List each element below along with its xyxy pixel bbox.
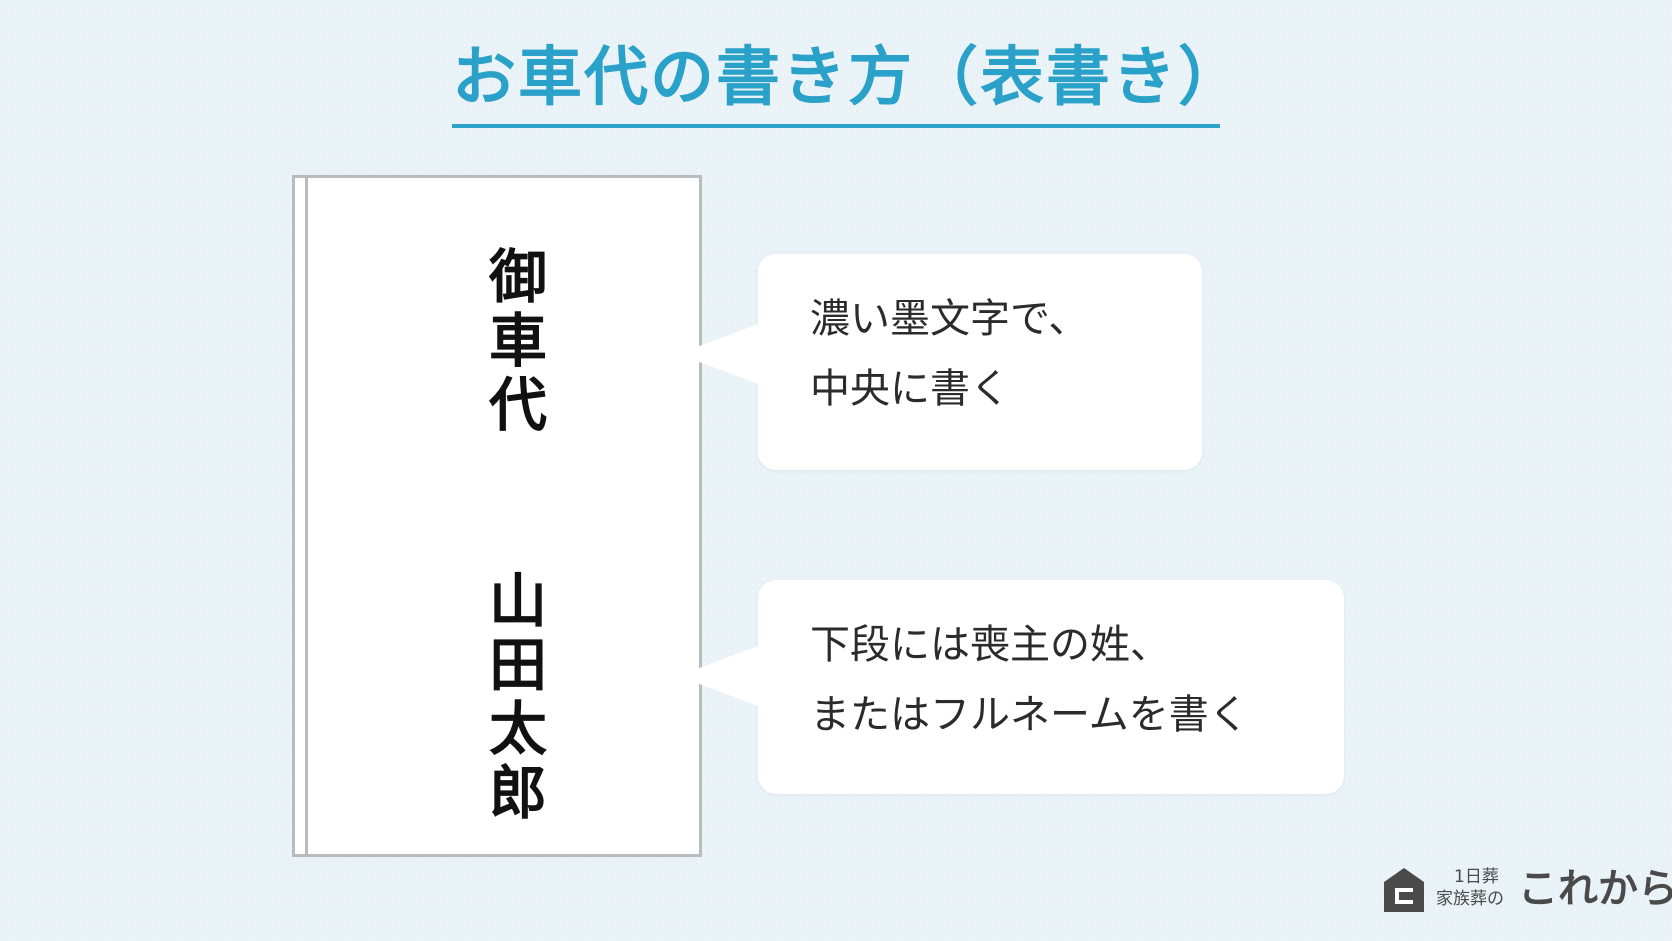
callout-pointer: [678, 324, 758, 384]
callout-line: 濃い墨文字で、: [810, 296, 1089, 342]
envelope-heading-text: 御車代: [479, 246, 547, 438]
callout-text: 濃い墨文字で、 中央に書く: [810, 284, 1088, 424]
callout-line: 中央に書く: [810, 366, 1010, 412]
title-underline: [452, 124, 1220, 128]
logo-line2: 家族葬の: [1436, 889, 1504, 909]
callout-ink-instruction: 濃い墨文字で、 中央に書く: [678, 254, 1202, 470]
logo-subtitle: 1日葬 家族葬の: [1436, 866, 1504, 910]
envelope-fold-line: [305, 178, 308, 854]
house-icon: [1384, 868, 1424, 912]
page-title: お車代の書き方（表書き）: [452, 41, 1244, 115]
logo-line1: 1日葬: [1454, 867, 1499, 887]
callout-name-instruction: 下段には喪主の姓、 またはフルネームを書く: [678, 580, 1344, 794]
callout-pointer: [678, 646, 758, 706]
logo-brand-name: これから: [1518, 866, 1672, 912]
brand-logo: 1日葬 家族葬の これから: [1382, 862, 1672, 918]
callout-line: 下段には喪主の姓、: [810, 622, 1170, 668]
callout-line: またはフルネームを書く: [810, 692, 1249, 738]
envelope-illustration: 御車代 山田太郎: [292, 175, 702, 857]
callout-text: 下段には喪主の姓、 またはフルネームを書く: [810, 610, 1249, 750]
envelope-name-text: 山田太郎: [479, 570, 547, 826]
